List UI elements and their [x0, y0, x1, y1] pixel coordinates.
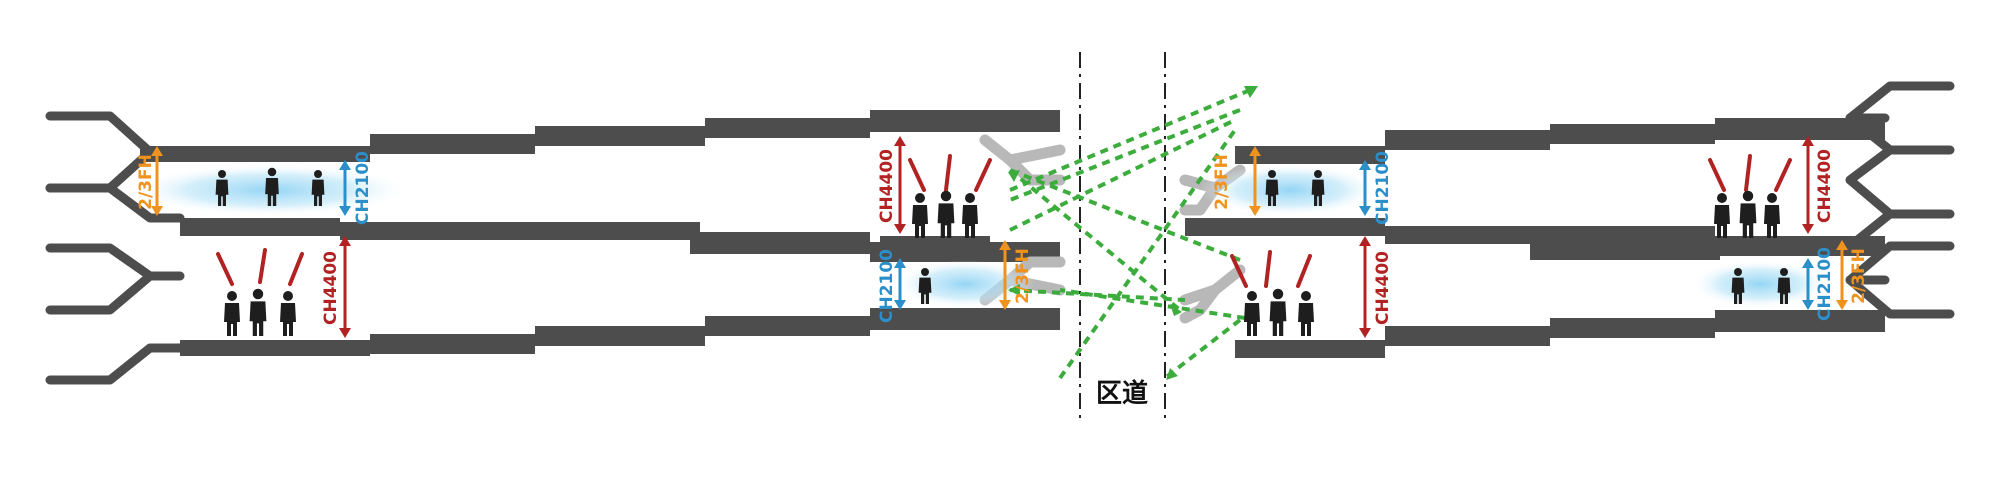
dim-ch-low-left: CH2100 [339, 151, 373, 225]
view-stroke [288, 252, 304, 286]
person-silhouette-icon [311, 170, 325, 206]
sightline-arrowheads [1008, 86, 1258, 380]
view-stroke [216, 252, 234, 286]
sightline [1008, 168, 1182, 312]
left-slab-middle [180, 218, 1060, 262]
dim-ch-high-center-right: CH4400 [1359, 236, 1393, 338]
glow-area [895, 260, 1035, 308]
dim-ch-high-center-left: CH4400 [877, 136, 906, 234]
svg-text:CH2100: CH2100 [353, 151, 373, 225]
person-silhouette-icon [962, 193, 978, 238]
left-slab-lower [180, 308, 1060, 356]
left-branch-structure [45, 111, 185, 385]
person-silhouette-icon [265, 167, 279, 206]
dashed-arrow-icon [1170, 304, 1182, 316]
person-silhouette-icon [918, 268, 932, 304]
road-zone: 区道 [1079, 52, 1166, 420]
person-silhouette-icon [215, 170, 229, 206]
dim-floor-ratio-center-left: 2/3FH [999, 240, 1033, 310]
view-stroke [1296, 254, 1312, 288]
svg-text:2/3FH: 2/3FH [1849, 248, 1869, 304]
svg-text:2/3FH: 2/3FH [1212, 154, 1232, 210]
view-stroke [1708, 158, 1726, 192]
svg-text:CH2100: CH2100 [1815, 247, 1835, 321]
double-arrow-icon [151, 146, 163, 156]
dashed-arrow-icon [1166, 368, 1178, 380]
people [215, 167, 1791, 336]
dashed-arrow-icon [1008, 284, 1020, 296]
person-silhouette-icon [224, 291, 240, 336]
person-silhouette-icon [1731, 268, 1745, 304]
dim-ch-high-right: CH4400 [1802, 136, 1835, 234]
person-silhouette-icon [1714, 193, 1730, 238]
svg-text:2/3FH: 2/3FH [1013, 248, 1033, 304]
person-silhouette-icon [1777, 268, 1791, 304]
svg-text:CH4400: CH4400 [1815, 149, 1835, 223]
dim-ch-low-center-left: CH2100 [877, 249, 906, 323]
dimensions: 2/3FH CH2100 CH4400 CH4400 CH2100 [136, 136, 1869, 338]
left-slab-upper [140, 110, 1060, 162]
right-slab-upper [1235, 118, 1885, 164]
svg-text:CH4400: CH4400 [877, 149, 897, 223]
dim-floor-ratio-left: 2/3FH [136, 146, 163, 216]
right-slab-lower [1235, 310, 1885, 358]
dim-floor-ratio-center-right: 2/3FH [1212, 146, 1261, 216]
person-silhouette-icon [1739, 190, 1757, 238]
person-silhouette-icon [249, 288, 267, 336]
road-label: 区道 [1096, 378, 1148, 409]
person-silhouette-icon [1265, 170, 1279, 206]
right-slab-middle [1185, 218, 1885, 260]
view-stroke [1230, 254, 1248, 288]
left-building [45, 110, 1066, 385]
glow-area [1690, 260, 1830, 308]
view-stroke [1774, 158, 1792, 192]
person-silhouette-icon [1244, 291, 1260, 336]
dim-floor-ratio-right: 2/3FH [1836, 240, 1869, 310]
view-stroke [258, 248, 267, 284]
person-silhouette-icon [280, 291, 296, 336]
glow-area [1200, 164, 1380, 216]
dashed-arrow-icon [1008, 170, 1020, 182]
dim-ch-low-right: CH2100 [1802, 247, 1835, 321]
svg-text:CH2100: CH2100 [877, 249, 897, 323]
person-silhouette-icon [1269, 288, 1287, 336]
view-stroke [944, 154, 952, 192]
svg-text:2/3FH: 2/3FH [136, 154, 156, 210]
person-silhouette-icon [1311, 170, 1325, 206]
person-silhouette-icon [1298, 291, 1314, 336]
sightlines [1008, 86, 1256, 380]
right-building [1179, 81, 1955, 358]
view-stroke [1744, 154, 1752, 192]
svg-text:CH2100: CH2100 [1373, 151, 1393, 225]
sightline [1009, 86, 1256, 192]
dim-ch-high-left: CH4400 [321, 236, 351, 338]
right-branch-structure [1845, 81, 1955, 319]
person-silhouette-icon [937, 190, 955, 238]
dim-ch-low-center-right: CH2100 [1359, 151, 1393, 225]
sightline [1059, 288, 1246, 320]
view-stroke [974, 158, 992, 192]
view-stroke [1264, 250, 1272, 288]
sightline [1058, 128, 1237, 380]
dashed-arrow-icon [1244, 86, 1258, 98]
person-silhouette-icon [1764, 193, 1780, 238]
svg-text:CH4400: CH4400 [1373, 251, 1393, 325]
svg-text:CH4400: CH4400 [321, 251, 341, 325]
sightline [1009, 288, 1186, 302]
person-silhouette-icon [912, 193, 928, 238]
sightline [1163, 318, 1242, 380]
view-stroke [908, 158, 926, 192]
view-indicator-strokes [216, 154, 1792, 288]
